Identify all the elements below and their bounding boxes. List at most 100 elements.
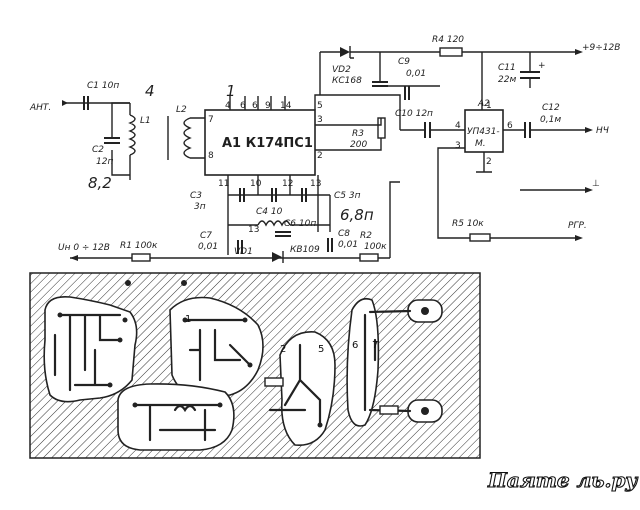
svg-text:11: 11 (218, 179, 229, 189)
schematic: АНТ. C1 10п L1 C2 12п 8,2 4 L2 A1 К174ПС… (29, 35, 620, 263)
r3-value: 200 (350, 140, 367, 150)
plus-supply-label: +9÷12В (582, 43, 620, 53)
c3-capacitor-icon (239, 188, 245, 202)
svg-text:6: 6 (252, 101, 258, 111)
l3-coil-icon (257, 220, 291, 227)
c6-handwritten: 6,8п (340, 206, 374, 224)
svg-text:10: 10 (250, 179, 262, 189)
svg-text:4: 4 (225, 101, 231, 111)
ic-a2-type2: М. (475, 139, 486, 149)
pcb-island-left (43, 295, 138, 403)
r2-value: 100к (364, 242, 387, 252)
svg-text:8: 8 (208, 151, 214, 161)
plus-supply-arrow-icon (575, 49, 583, 55)
kv109-label: КВ109 (290, 245, 320, 255)
svg-text:13: 13 (310, 179, 321, 189)
pcb-island-bottom (117, 383, 235, 451)
vd2-zener-icon (340, 47, 350, 57)
c3-value: 3п (194, 202, 206, 212)
pcb-label-1: 1 (185, 314, 191, 325)
pcb-label-6: 6 (352, 340, 358, 351)
c1-capacitor-icon (83, 96, 89, 110)
svg-text:13: 13 (248, 225, 259, 235)
uh-arrow-icon (70, 255, 78, 261)
pcb-label-7: 7 (372, 340, 378, 351)
c9-value: 0,01 (406, 69, 426, 79)
ic-a2 (464, 109, 504, 153)
ant-label: АНТ. (29, 103, 51, 113)
c11-label: C11 (498, 63, 516, 73)
c12-label: C12 (542, 103, 560, 113)
svg-text:+: + (538, 61, 546, 71)
c5-capacitor-icon (301, 188, 307, 202)
c2-handwritten: 8,2 (88, 174, 112, 192)
handwritten-1: 1 (226, 82, 236, 100)
ic-a1 (204, 109, 316, 176)
c2-value: 12п (96, 157, 113, 167)
r1-resistor-icon (131, 253, 151, 262)
c2-capacitor-icon (104, 137, 120, 144)
pcb-layout: 1 2 5 6 7 (29, 272, 481, 459)
ic-a2-label: A2 (477, 99, 490, 109)
site-watermark: Паяте ль.ру (487, 468, 638, 492)
svg-text:12: 12 (282, 179, 293, 189)
c10-label: C10 12п (395, 109, 433, 119)
vd1-label: VD1 (234, 247, 253, 257)
c6-label: C6 10п (284, 219, 316, 229)
c8-capacitor-icon (327, 238, 333, 252)
c12-capacitor-icon (524, 122, 531, 138)
output-label: НЧ (596, 126, 609, 136)
c10-capacitor-icon (424, 122, 431, 138)
l2-coil-icon (183, 117, 192, 159)
ground-label: ⊥ (592, 179, 600, 189)
c11-value: 22м (498, 75, 516, 85)
svg-text:6: 6 (507, 121, 513, 131)
svg-text:14: 14 (280, 101, 292, 111)
svg-text:2: 2 (317, 151, 323, 161)
ic-a2-type: УП431- (467, 127, 500, 137)
svg-text:5: 5 (317, 101, 323, 111)
c3-label: C3 (190, 191, 202, 201)
svg-text:2: 2 (486, 157, 492, 167)
ic-a1-label: A1 К174ПС1 (222, 136, 313, 151)
r2-resistor-icon (359, 253, 379, 262)
pcb-label-5: 5 (318, 344, 324, 355)
svg-text:1: 1 (486, 101, 492, 111)
c9-label: C9 (398, 57, 410, 67)
r4-resistor-icon (439, 47, 463, 57)
c12-value: 0,1м (540, 115, 561, 125)
uh-label: Uн 0 ÷ 12В (58, 243, 110, 253)
r5-resistor-icon (469, 233, 491, 242)
coil-mark: 4 (145, 82, 155, 100)
vd2-value: КС168 (332, 76, 362, 86)
c7-capacitor-icon (237, 240, 243, 254)
ground-arrow-icon (585, 187, 593, 193)
pcb-label-2: 2 (280, 344, 286, 355)
c6-capacitor-icon (275, 231, 291, 237)
c7-label: C7 (200, 231, 212, 241)
antenna-arrow-icon (62, 100, 68, 106)
svg-text:4: 4 (455, 121, 461, 131)
c11-capacitor-icon (520, 71, 540, 79)
r4-label: R4 120 (432, 35, 464, 45)
svg-text:3: 3 (455, 141, 461, 151)
svg-text:9: 9 (265, 101, 271, 111)
svg-text:3: 3 (317, 115, 323, 125)
l2-label: L2 (176, 105, 187, 115)
l1-label: L1 (140, 116, 151, 126)
l1-coil-icon (128, 114, 136, 156)
c4-label: C4 10 (256, 207, 283, 217)
c5-label: C5 3п (334, 191, 361, 201)
svg-text:7: 7 (208, 115, 214, 125)
r1-label: R1 100к (120, 241, 158, 251)
c1-label: C1 10п (87, 81, 119, 91)
c8-label: C8 (338, 229, 350, 239)
c7-value: 0,01 (198, 242, 218, 252)
r3-label: R3 (352, 129, 364, 139)
r2-label: R2 (360, 231, 372, 241)
vd2-label: VD2 (332, 65, 351, 75)
rgr-label: РГР. (568, 221, 587, 231)
svg-text:6: 6 (240, 101, 246, 111)
r5-label: R5 10к (452, 219, 484, 229)
